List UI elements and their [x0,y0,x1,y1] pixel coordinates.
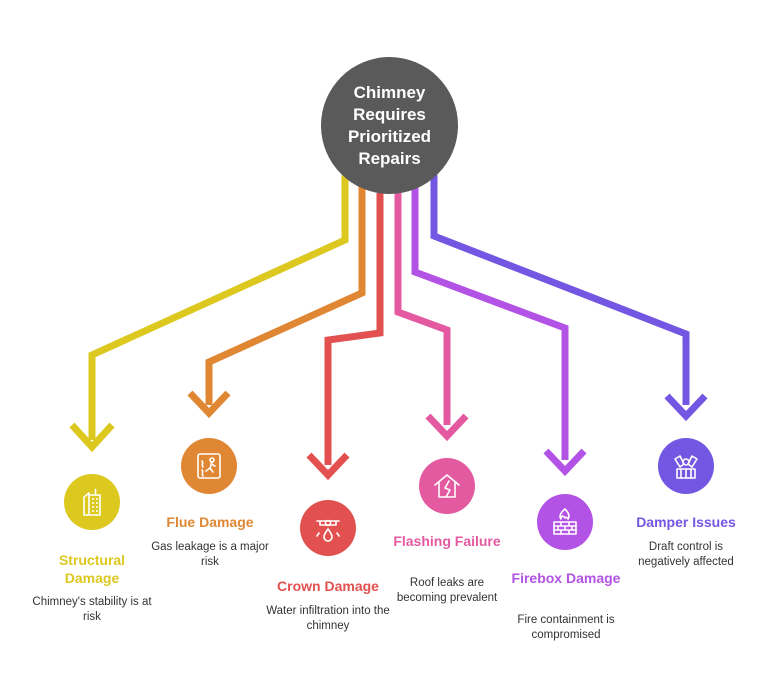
flashing-failure-description: Roof leaks are becoming prevalent [396,577,498,604]
firebox-damage-description: Fire containment is compromised [517,614,615,641]
structural-damage-icon-circle [64,474,120,530]
connector-damper [430,175,708,422]
firebox-damage-icon-circle [537,494,593,550]
flashing-failure-icon-circle [419,458,475,514]
root-title: Chimney Requires Prioritized Repairs [347,82,432,168]
flue-damage-label: Flue Damage [166,514,254,530]
crown-damage-icon-circle [300,500,356,556]
crown-damage-label: Crown Damage [277,578,379,594]
damper-issues-icon-circle [658,438,714,494]
connector-flue [187,182,366,419]
fire-brick-icon [553,508,577,535]
connector-flashing [394,193,469,442]
damper-issues-description: Draft control is negatively affected [638,541,734,568]
person-gas-leak-icon [197,453,221,479]
damper-valve-icon [674,455,698,479]
broken-roof-icon [434,474,460,498]
water-drop-icon [316,519,340,542]
structural-damage-label: Structural Damage [58,552,126,586]
connector-crown [306,193,384,481]
crown-damage-description: Water infiltration into the chimney [266,605,390,632]
structural-damage-description: Chimney's stability is at risk [32,596,152,623]
flashing-failure-label: Flashing Failure [393,533,501,549]
damper-issues-label: Damper Issues [636,514,736,530]
flue-damage-description: Gas leakage is a major risk [151,541,269,568]
connector-structural [69,175,349,453]
flue-damage-icon-circle [181,438,237,494]
connector-firebox [411,182,587,477]
firebox-damage-label: Firebox Damage [511,570,621,586]
building-icon [83,488,101,516]
root-node: Chimney Requires Prioritized Repairs [321,57,458,194]
